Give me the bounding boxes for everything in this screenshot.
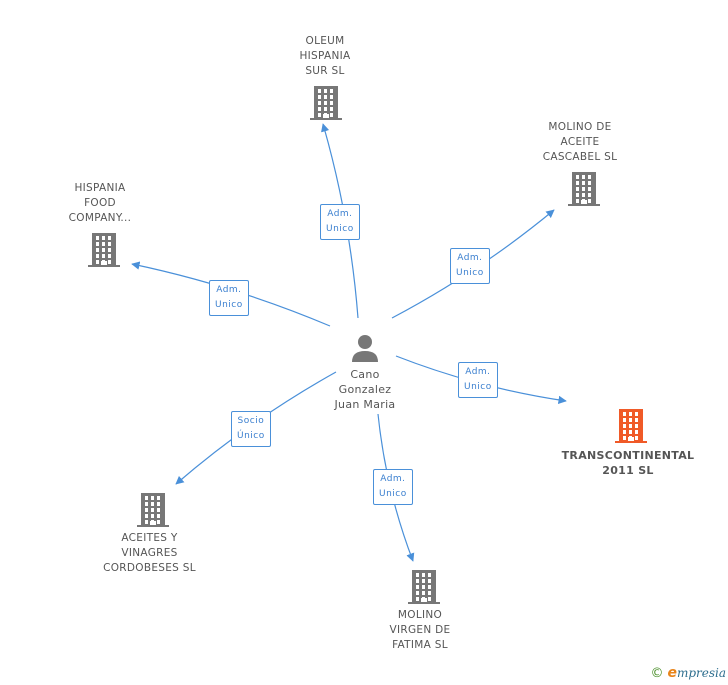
building-icon[interactable]	[310, 86, 342, 124]
company-name-hispania-food[interactable]: HISPANIA FOOD COMPANY...	[68, 182, 132, 224]
edge-label-molino-aceite: Adm. Unico	[450, 248, 490, 284]
edges-layer	[131, 123, 567, 562]
center-person-name[interactable]: Cano Gonzalez Juan Maria	[334, 368, 396, 411]
empresia-logo: empresia	[667, 665, 726, 681]
edge-label-aceites: Socio Único	[231, 411, 271, 447]
company-name-aceites[interactable]: ACEITES Y VINAGRES CORDOBESES SL	[103, 532, 196, 574]
edge-label-oleum: Adm. Unico	[320, 204, 360, 240]
copyright-symbol: ©	[650, 665, 664, 681]
building-icon[interactable]	[615, 409, 647, 447]
company-name-transcontinental[interactable]: TRANSCONTINENTAL 2011 SL	[561, 449, 695, 477]
building-icon[interactable]	[88, 233, 120, 271]
company-name-oleum[interactable]: OLEUM HISPANIA SUR SL	[299, 35, 351, 77]
person-icon[interactable]	[350, 333, 380, 367]
edge-label-molino-virgen: Adm. Unico	[373, 469, 413, 505]
building-icon[interactable]	[137, 493, 169, 531]
edge-label-hispania-food: Adm. Unico	[209, 280, 249, 316]
edge-label-transcontinental: Adm. Unico	[458, 362, 498, 398]
company-name-molino-aceite[interactable]: MOLINO DE ACEITE CASCABEL SL	[542, 121, 618, 163]
footer-brand: © empresia	[650, 665, 726, 681]
building-icon[interactable]	[568, 172, 600, 210]
company-name-molino-virgen[interactable]: MOLINO VIRGEN DE FATIMA SL	[389, 609, 451, 651]
building-icon[interactable]	[408, 570, 440, 608]
